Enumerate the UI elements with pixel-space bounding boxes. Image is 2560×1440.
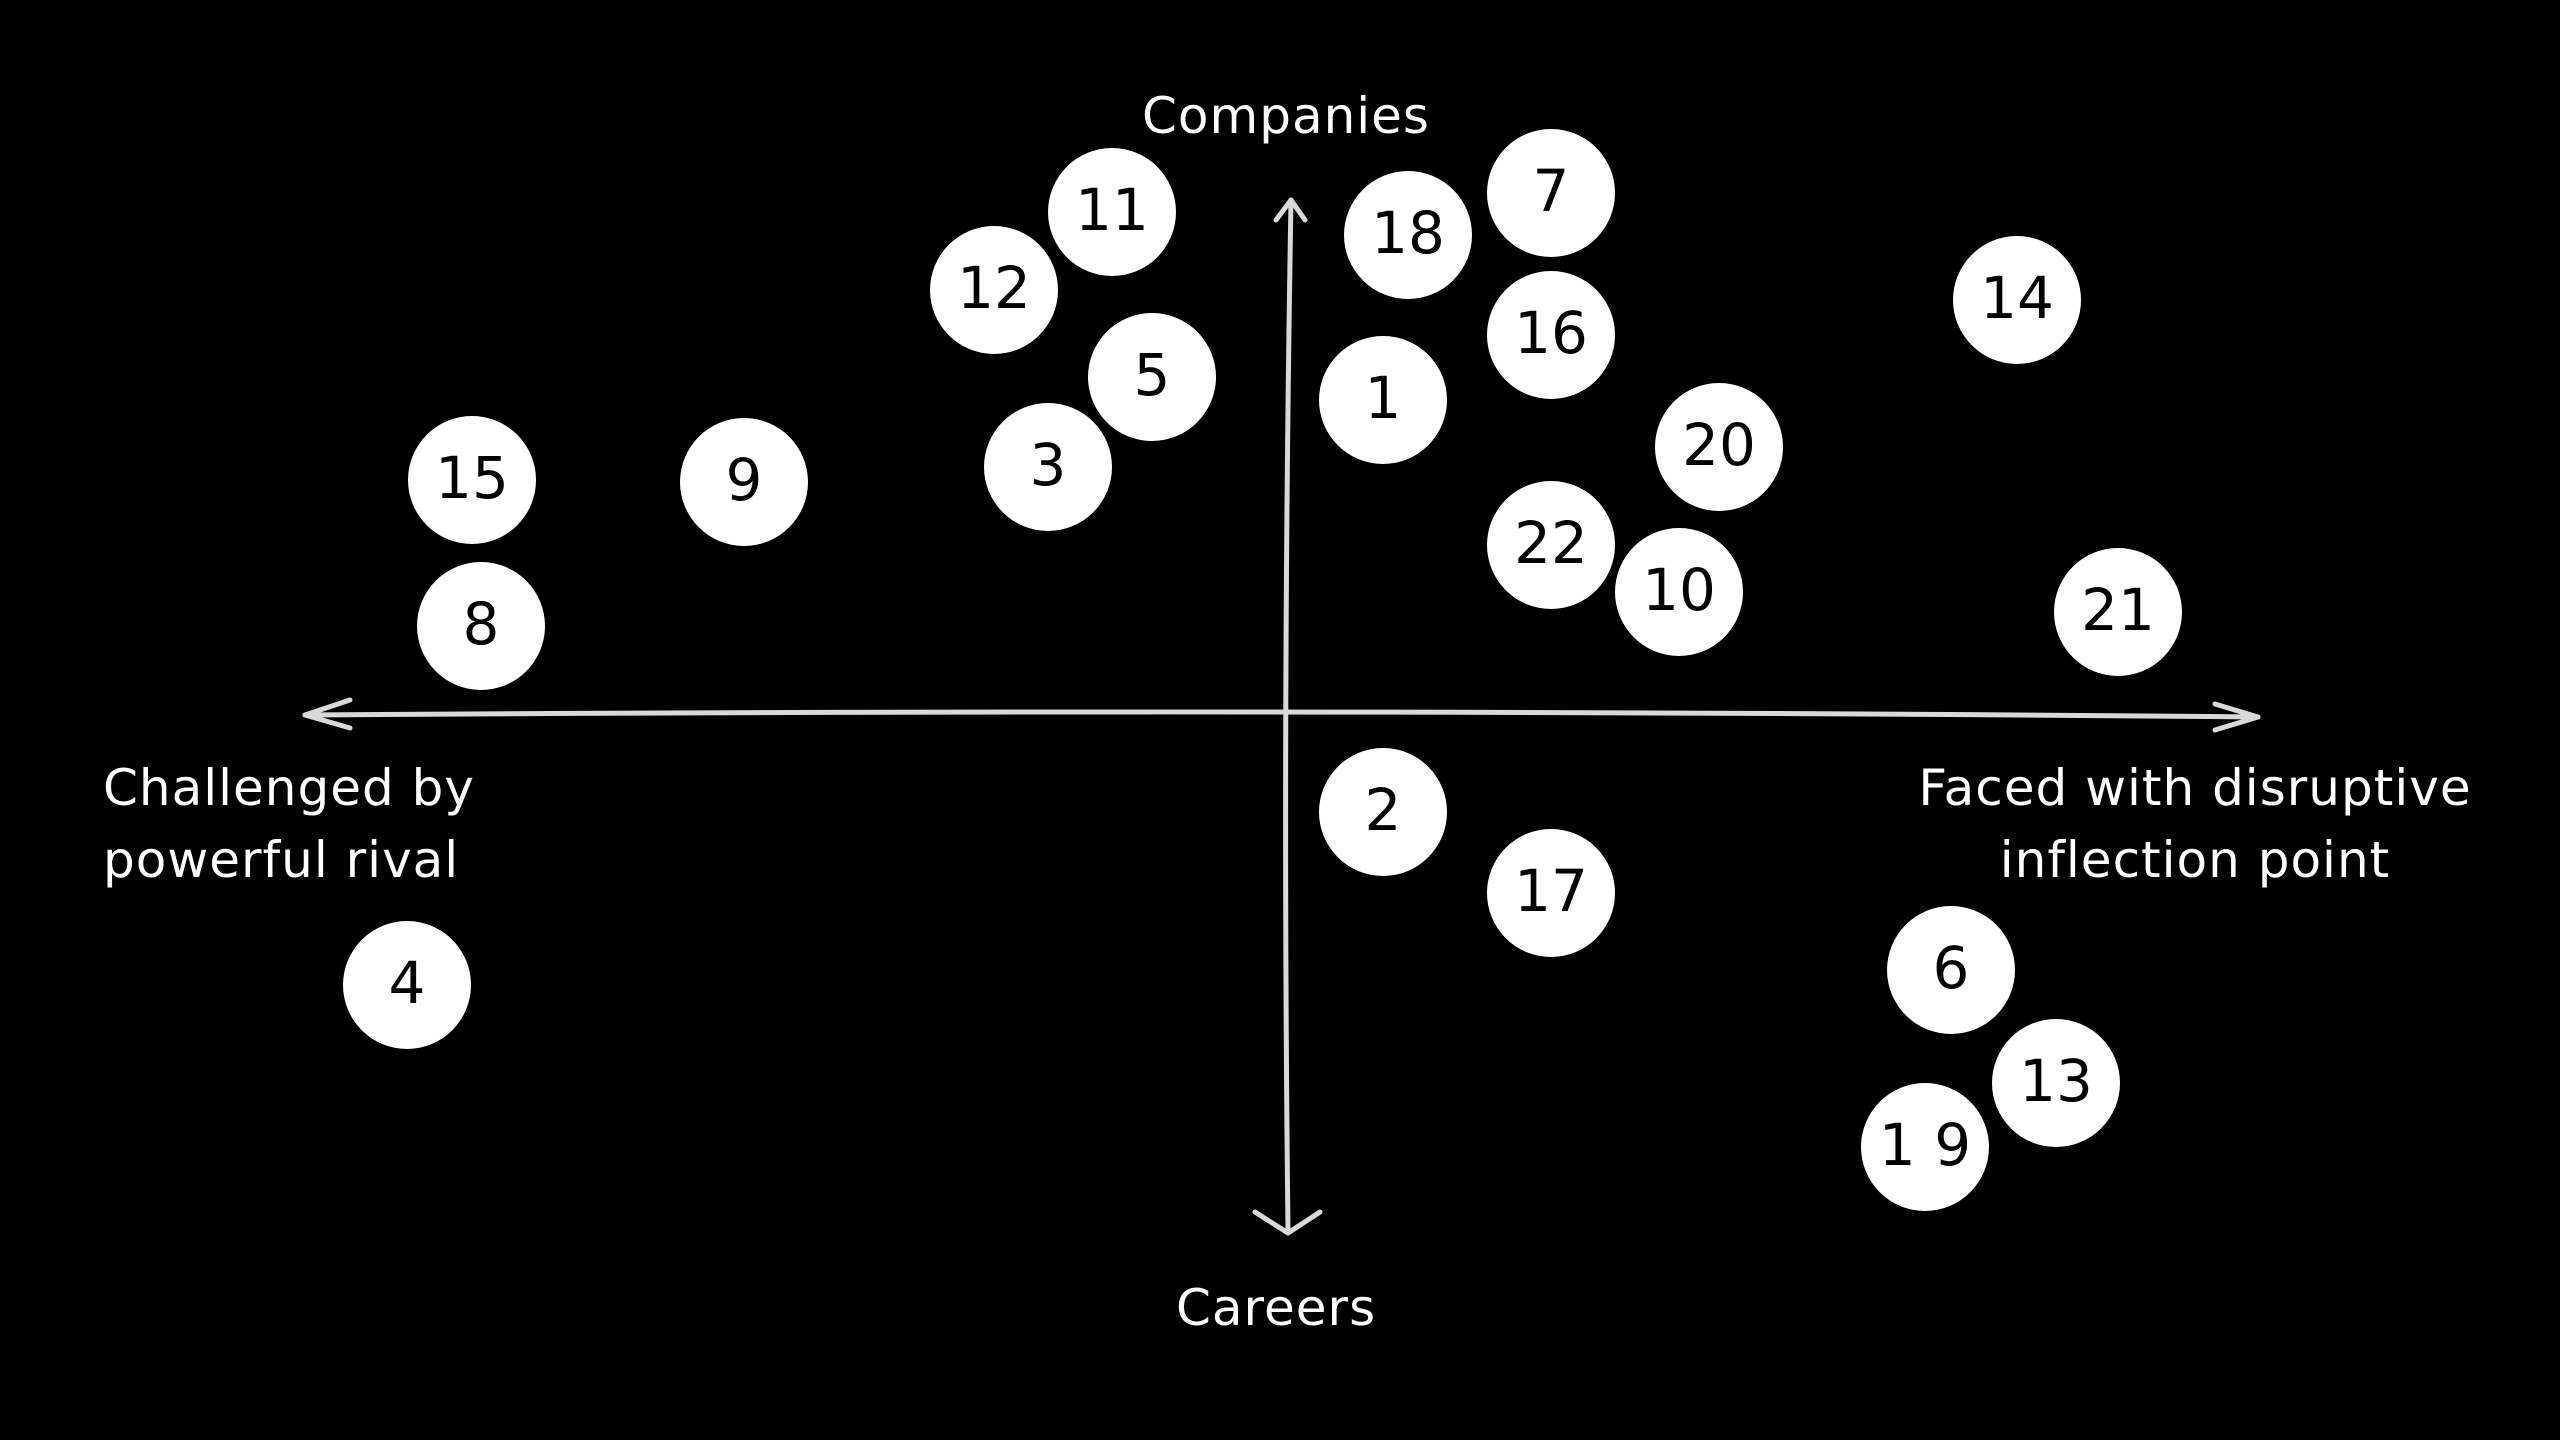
item-dot: 5 [1088,313,1216,441]
top-arrowhead [1273,197,1308,223]
right-axis-label-line2: inflection point [1999,831,2391,889]
item-dot-circle [1487,829,1615,957]
item-dot-circle [1088,313,1216,441]
item-dot-label: 15 [435,444,509,512]
item-dot: 13 [1992,1019,2120,1147]
item-dot-label: 20 [1682,411,1756,479]
item-dot-circle [1487,481,1615,609]
item-dot-circle [930,226,1058,354]
item-dot-label: 12 [957,254,1031,322]
item-dot-circle [1655,383,1783,511]
right-axis-label-line1: Faced with disruptive [1918,759,2472,817]
item-dot: 8 [417,562,545,690]
item-dot-circle [1487,129,1615,257]
item-dot-label: 17 [1514,857,1588,925]
vertical-axis-line [1283,197,1294,1233]
item-dot-circle [1953,236,2081,364]
item-dot-label: 16 [1514,299,1588,367]
item-dot-label: 14 [1980,264,2054,332]
item-dot-circle [343,921,471,1049]
item-dot-label: 18 [1371,199,1445,267]
item-dot-label: 21 [2081,576,2155,644]
item-dot-label: 9 [726,446,763,514]
item-dot-label: 7 [1533,157,1570,225]
left-arrowhead [302,697,353,731]
left-axis-label-line1: Challenged by [103,759,475,817]
item-dot: 4 [343,921,471,1049]
item-dot: 9 [680,418,808,546]
item-dot: 21 [2054,548,2182,676]
item-dot-circle [417,562,545,690]
item-dot-circle [1344,171,1472,299]
item-dot-label: 1 [1365,364,1402,432]
item-dot: 20 [1655,383,1783,511]
right-axis-label: Faced with disruptive inflection point [1900,752,2490,896]
item-dot-circle [680,418,808,546]
bottom-axis-label: Careers [1176,1279,1377,1337]
right-arrowhead [2212,701,2261,733]
left-axis-label-line2: powerful rival [103,831,460,889]
left-axis-label: Challenged by powerful rival [103,752,475,896]
item-dot: 2 [1319,748,1447,876]
bottom-arrowhead [1252,1209,1323,1236]
item-dot: 18 [1344,171,1472,299]
item-dot-label: 11 [1075,176,1149,244]
horizontal-axis-line [302,709,2261,720]
item-dot-label: 8 [463,590,500,658]
item-dot-label: 10 [1642,556,1716,624]
item-dot-label: 22 [1514,509,1588,577]
item-dot-circle [1319,748,1447,876]
item-dot-label: 3 [1030,431,1067,499]
item-dot: 12 [930,226,1058,354]
item-dot: 15 [408,416,536,544]
item-dot: 17 [1487,829,1615,957]
item-dot-circle [1887,906,2015,1034]
top-axis-label: Companies [1142,87,1430,145]
item-dot: 1 9 [1861,1083,1989,1211]
item-dot-circle [1319,336,1447,464]
item-dot: 14 [1953,236,2081,364]
item-dot-label: 5 [1134,341,1171,409]
item-dot-label: 4 [389,949,426,1017]
item-dot: 11 [1048,148,1176,276]
item-dot-circle [1992,1019,2120,1147]
item-dot: 10 [1615,528,1743,656]
item-dot-circle [984,403,1112,531]
item-dot-circle [2054,548,2182,676]
item-dot: 1 [1319,336,1447,464]
item-dot-circle [408,416,536,544]
item-dot-label: 2 [1365,776,1402,844]
item-dot-circle [1048,148,1176,276]
item-dot-circle [1861,1083,1989,1211]
item-dot-circle [1615,528,1743,656]
item-dot: 22 [1487,481,1615,609]
item-dot-label: 6 [1933,934,1970,1002]
item-dot-label: 1 9 [1879,1111,1971,1179]
item-dot: 16 [1487,271,1615,399]
item-dot-circle [1487,271,1615,399]
item-dot: 6 [1887,906,2015,1034]
item-dot-label: 13 [2019,1047,2093,1115]
item-dot: 3 [984,403,1112,531]
item-dot: 7 [1487,129,1615,257]
